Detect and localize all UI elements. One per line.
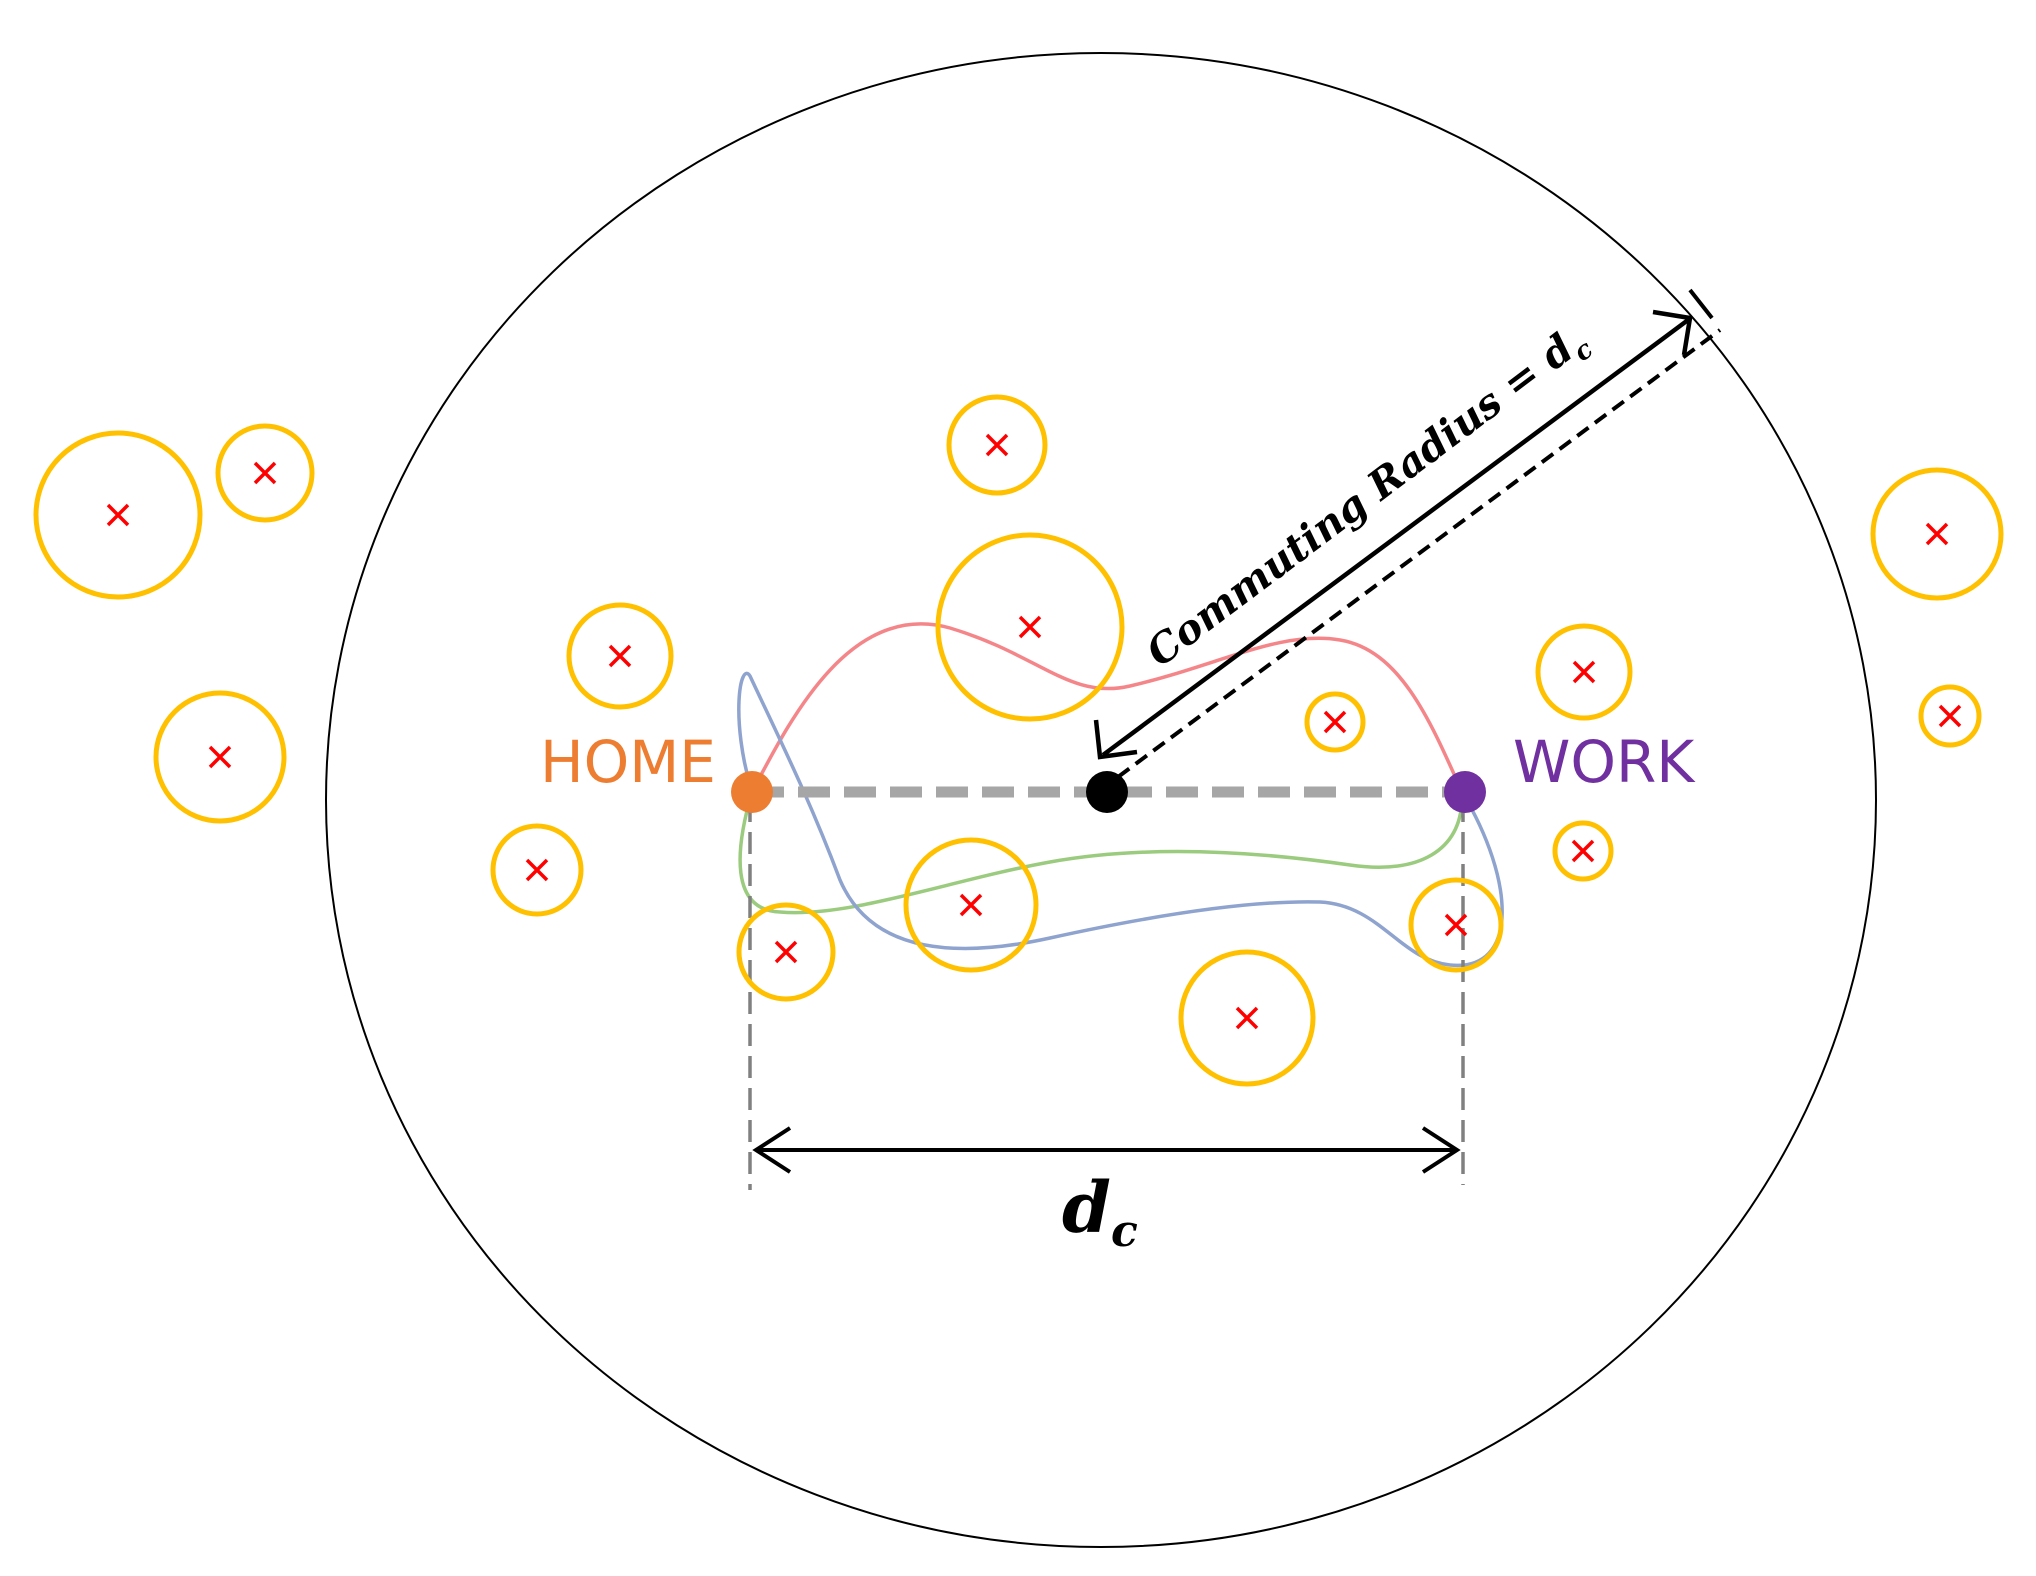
poi-circle — [903, 837, 1039, 973]
poi-marker — [946, 394, 1048, 496]
x-mark-icon — [774, 940, 798, 964]
poi-marker — [1304, 691, 1366, 753]
poi-marker — [153, 690, 287, 824]
distance-label: dc — [1062, 1166, 1138, 1257]
poi-circle — [1870, 467, 2004, 601]
poi-circle — [1535, 623, 1633, 721]
poi-group — [33, 394, 2004, 1087]
poi-marker — [215, 423, 315, 523]
x-mark-icon — [1018, 615, 1042, 639]
commuting-boundary-circle — [325, 52, 1877, 1548]
radius-arrow — [1101, 318, 1690, 757]
x-mark-icon — [985, 433, 1009, 457]
distance-arrowhead-right — [1421, 1126, 1461, 1174]
radius-arrowhead-end — [1652, 309, 1693, 356]
poi-circle — [490, 823, 584, 917]
poi-circle — [33, 430, 203, 600]
x-mark-icon — [1444, 913, 1468, 937]
radius-end-tick — [1688, 288, 1714, 320]
distance-var: d — [1062, 1166, 1111, 1249]
x-mark-icon — [1572, 660, 1596, 684]
poi-circle — [1918, 684, 1982, 748]
home-point — [731, 771, 773, 813]
x-mark-icon — [1938, 704, 1962, 728]
x-mark-icon — [1925, 522, 1949, 546]
poi-circle — [1304, 691, 1366, 753]
poi-marker — [1870, 467, 2004, 601]
poi-circle — [935, 532, 1125, 722]
distance-arrowhead-left — [752, 1126, 792, 1174]
poi-marker — [1918, 684, 1982, 748]
poi-marker — [566, 602, 674, 710]
poi-marker — [935, 532, 1125, 722]
poi-marker — [1552, 820, 1614, 882]
x-mark-icon — [959, 893, 983, 917]
poi-marker — [903, 837, 1039, 973]
commuting-radius-label: Commuting Radius = dc — [1138, 315, 1599, 681]
home-label: HOME — [540, 728, 716, 796]
distance-sub: c — [1111, 1206, 1138, 1257]
route-red — [750, 622, 1464, 793]
poi-marker — [736, 902, 836, 1002]
poi-marker — [33, 430, 203, 600]
route-blue — [737, 671, 1504, 967]
poi-circle — [153, 690, 287, 824]
poi-circle — [736, 902, 836, 1002]
x-mark-icon — [208, 745, 232, 769]
work-label: WORK — [1513, 728, 1696, 796]
x-mark-icon — [608, 644, 632, 668]
radius-arrowhead-start — [1093, 719, 1138, 760]
poi-marker — [1178, 949, 1316, 1087]
work-point — [1444, 771, 1486, 813]
poi-marker — [490, 823, 584, 917]
poi-marker — [1535, 623, 1633, 721]
poi-circle — [215, 423, 315, 523]
x-mark-icon — [1235, 1006, 1259, 1030]
x-mark-icon — [525, 858, 549, 882]
poi-circle — [1408, 877, 1504, 973]
x-mark-icon — [1323, 710, 1347, 734]
x-mark-icon — [253, 461, 277, 485]
poi-marker — [1408, 877, 1504, 973]
x-mark-icon — [1571, 839, 1595, 863]
commuting-radius-text: Commuting Radius = — [1138, 342, 1560, 676]
poi-circle — [1552, 820, 1614, 882]
poi-circle — [1178, 949, 1316, 1087]
center-point — [1086, 771, 1128, 813]
route-green — [738, 791, 1464, 915]
poi-circle — [566, 602, 674, 710]
x-mark-icon — [106, 503, 130, 527]
poi-circle — [946, 394, 1048, 496]
radius-dashed-line — [1116, 328, 1722, 779]
